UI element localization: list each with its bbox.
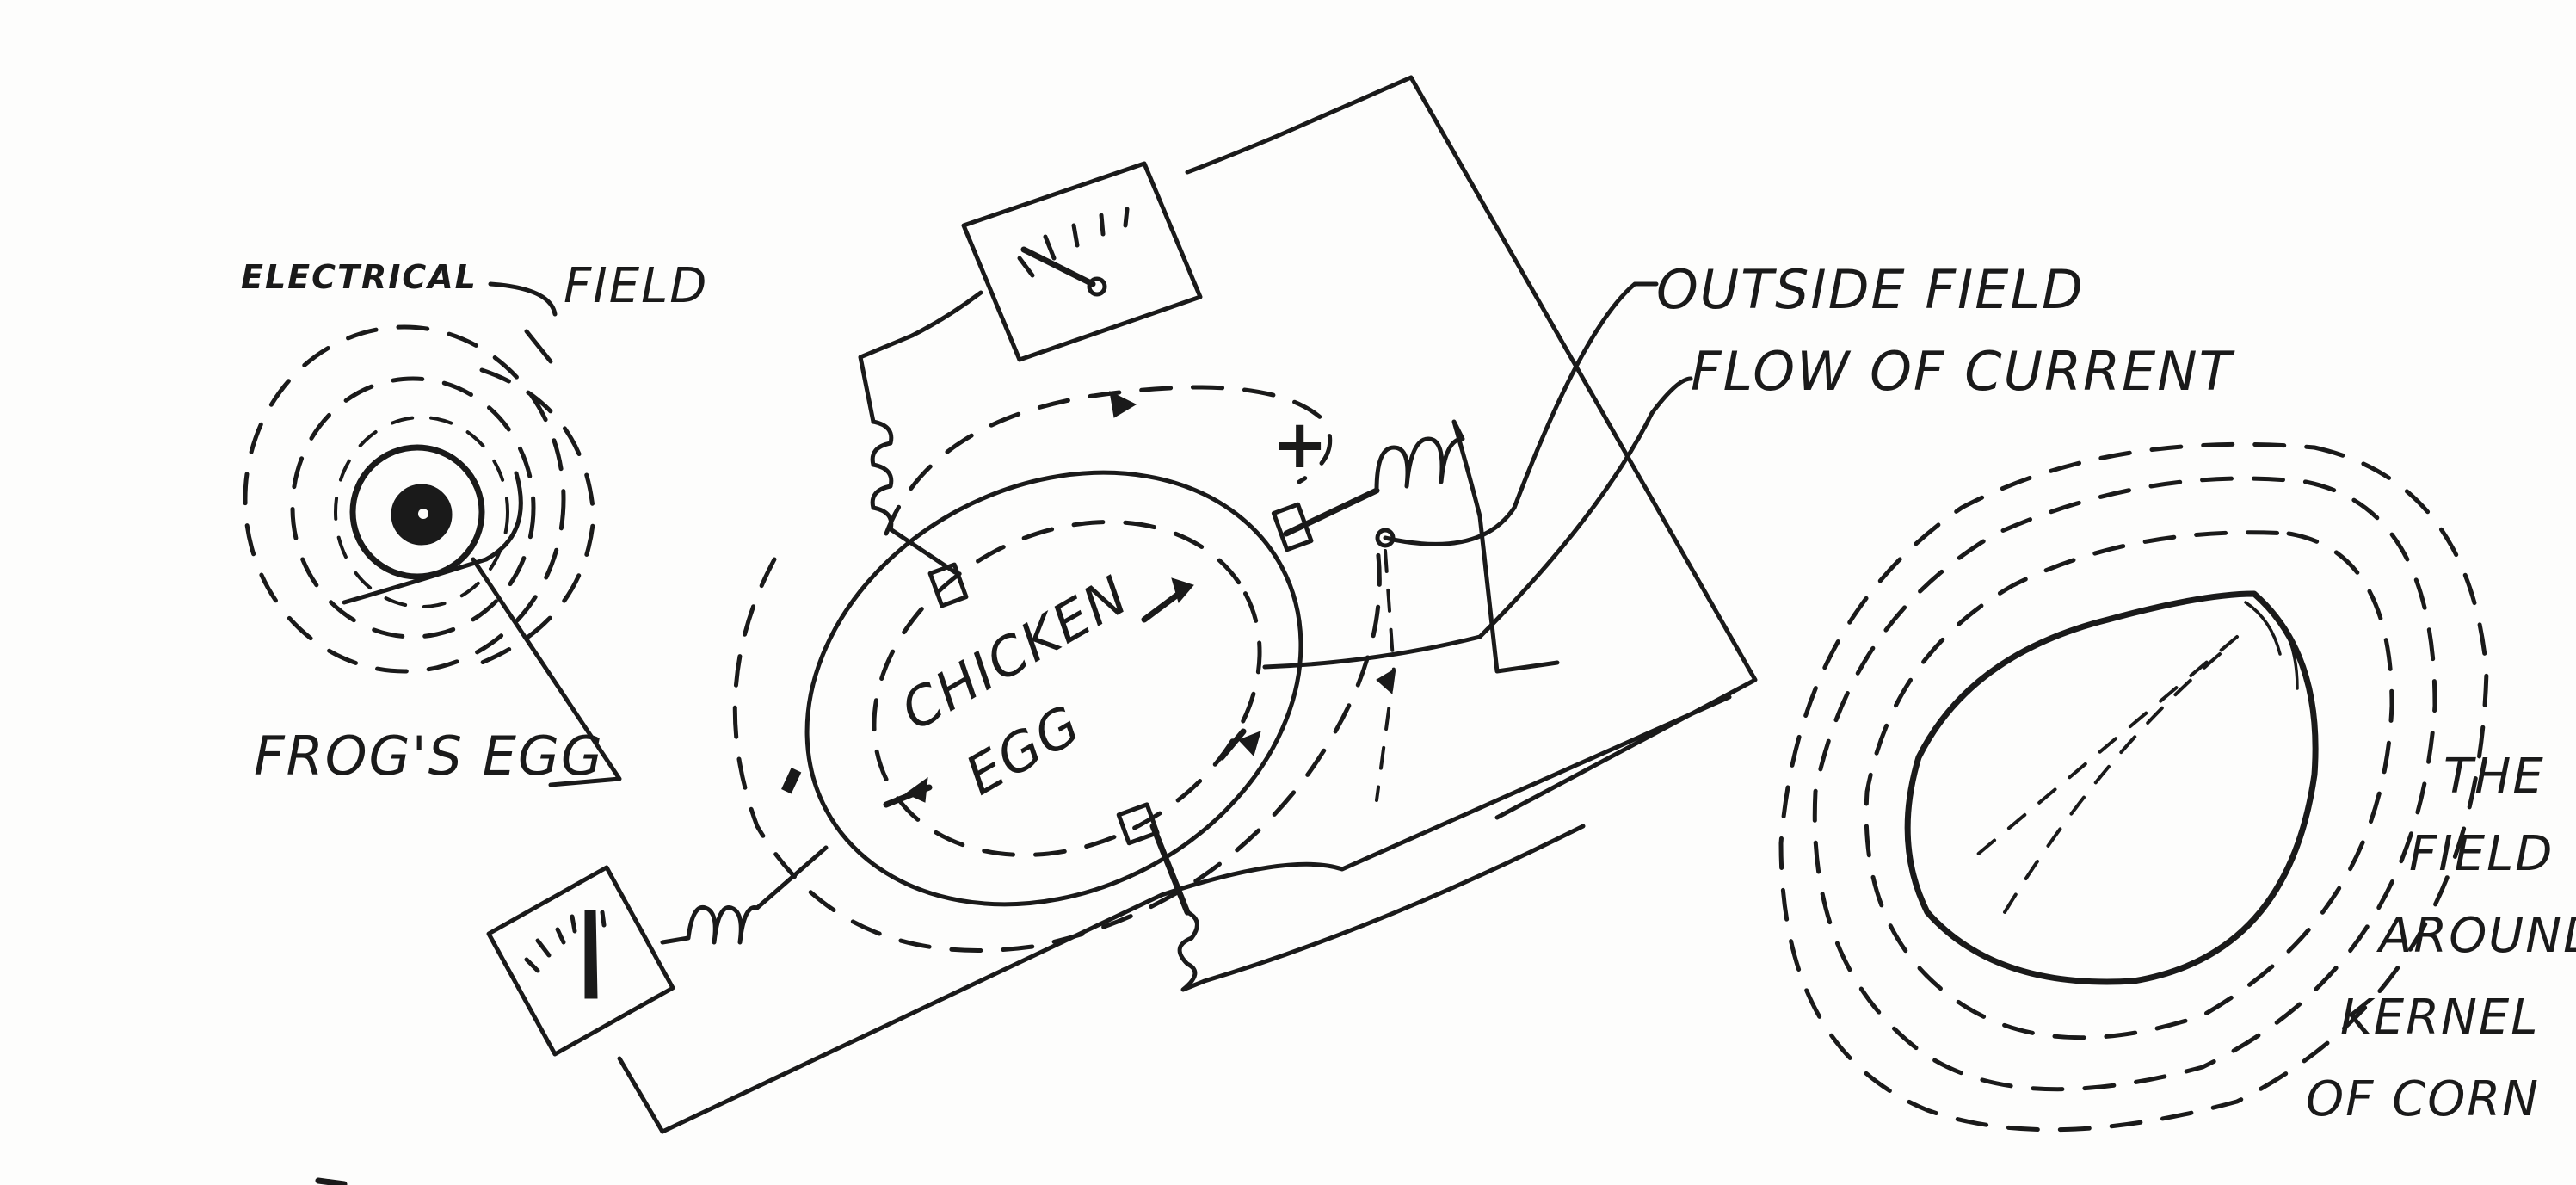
corn-kernel-outline bbox=[1904, 590, 2319, 985]
wire-plus bbox=[1283, 487, 1380, 537]
chicken-egg-shell bbox=[804, 470, 1303, 907]
frog-inner-curve bbox=[342, 471, 523, 605]
field-leader bbox=[488, 281, 558, 364]
frog-field-line-right bbox=[479, 367, 596, 665]
upper-meter-scale bbox=[1017, 207, 1130, 278]
lower-meter-scale bbox=[524, 910, 607, 973]
label-outside-field: OUTSIDE FIELD bbox=[1656, 258, 2085, 321]
corn-kernel-tip bbox=[2244, 601, 2299, 690]
label-field: FIELD bbox=[564, 258, 709, 314]
kernel-caption-line: FIELD bbox=[2409, 826, 2554, 882]
probe-needle bbox=[1149, 823, 1191, 916]
corn-kernel-group bbox=[1778, 441, 2489, 1133]
wire-upper-right bbox=[1185, 75, 1758, 820]
electrode-bottom bbox=[1116, 802, 1160, 846]
arrow-inner-down bbox=[1238, 731, 1261, 756]
frog-egg-membrane bbox=[349, 444, 485, 580]
probe-point bbox=[1375, 528, 1396, 548]
outer-field-return bbox=[884, 385, 1333, 536]
frog-field-line-mid bbox=[290, 376, 536, 639]
corn-kernel-germ-line bbox=[1969, 635, 2239, 862]
label-electrical: ELECTRICAL bbox=[241, 258, 478, 296]
upper-meter-needle bbox=[1020, 246, 1096, 287]
lower-meter-needle bbox=[584, 910, 598, 999]
label-flow-of-current: FLOW OF CURRENT bbox=[1691, 340, 2234, 403]
lower-meter bbox=[486, 865, 675, 1057]
corn-field-line-2 bbox=[1812, 476, 2437, 1092]
chicken-egg-outer-field bbox=[732, 540, 1382, 953]
frog-egg-leader bbox=[471, 557, 622, 787]
chicken-egg-inner-flow bbox=[872, 520, 1262, 857]
frog-field-line-inner bbox=[334, 416, 509, 608]
label-plus-sign: + bbox=[1272, 406, 1330, 484]
coil-bottom bbox=[1177, 824, 1586, 992]
flow-of-current-leader bbox=[1262, 376, 1693, 670]
frog-egg-nucleolus bbox=[418, 509, 428, 519]
upper-meter-pivot bbox=[1087, 276, 1107, 297]
upper-meter bbox=[961, 161, 1203, 362]
arrow-shafts bbox=[883, 590, 1247, 808]
outside-field-dashed bbox=[1375, 549, 1396, 802]
corn-field-line-3 bbox=[1778, 441, 2489, 1133]
corn-field-line-1 bbox=[1864, 530, 2394, 1040]
upper-meter-case bbox=[961, 161, 1203, 362]
arrow-return bbox=[1109, 391, 1137, 418]
circuit-group bbox=[486, 75, 1758, 1134]
lower-meter-case bbox=[486, 865, 675, 1057]
coil-right bbox=[1374, 419, 1560, 674]
coil-lower-left bbox=[660, 845, 829, 945]
wire-upper-left bbox=[858, 290, 983, 424]
coil-left bbox=[870, 419, 958, 575]
frogs-egg-group bbox=[243, 281, 622, 787]
kernel-caption-line: AROUND A bbox=[2379, 908, 2576, 964]
kernel-caption-line: KERNEL bbox=[2340, 990, 2540, 1046]
kernel-caption-line: THE bbox=[2444, 749, 2545, 805]
kernel-caption-line: OF CORN bbox=[2306, 1071, 2541, 1127]
stray-stroke bbox=[315, 1177, 348, 1185]
wire-bottom bbox=[617, 694, 1732, 1134]
electrode-top bbox=[927, 562, 969, 608]
frog-field-line-outer bbox=[243, 324, 566, 674]
outside-field-leader bbox=[1383, 281, 1659, 546]
label-frogs-egg: FROG'S EGG bbox=[254, 725, 604, 787]
corn-kernel-germ-line-2 bbox=[2003, 652, 2222, 914]
